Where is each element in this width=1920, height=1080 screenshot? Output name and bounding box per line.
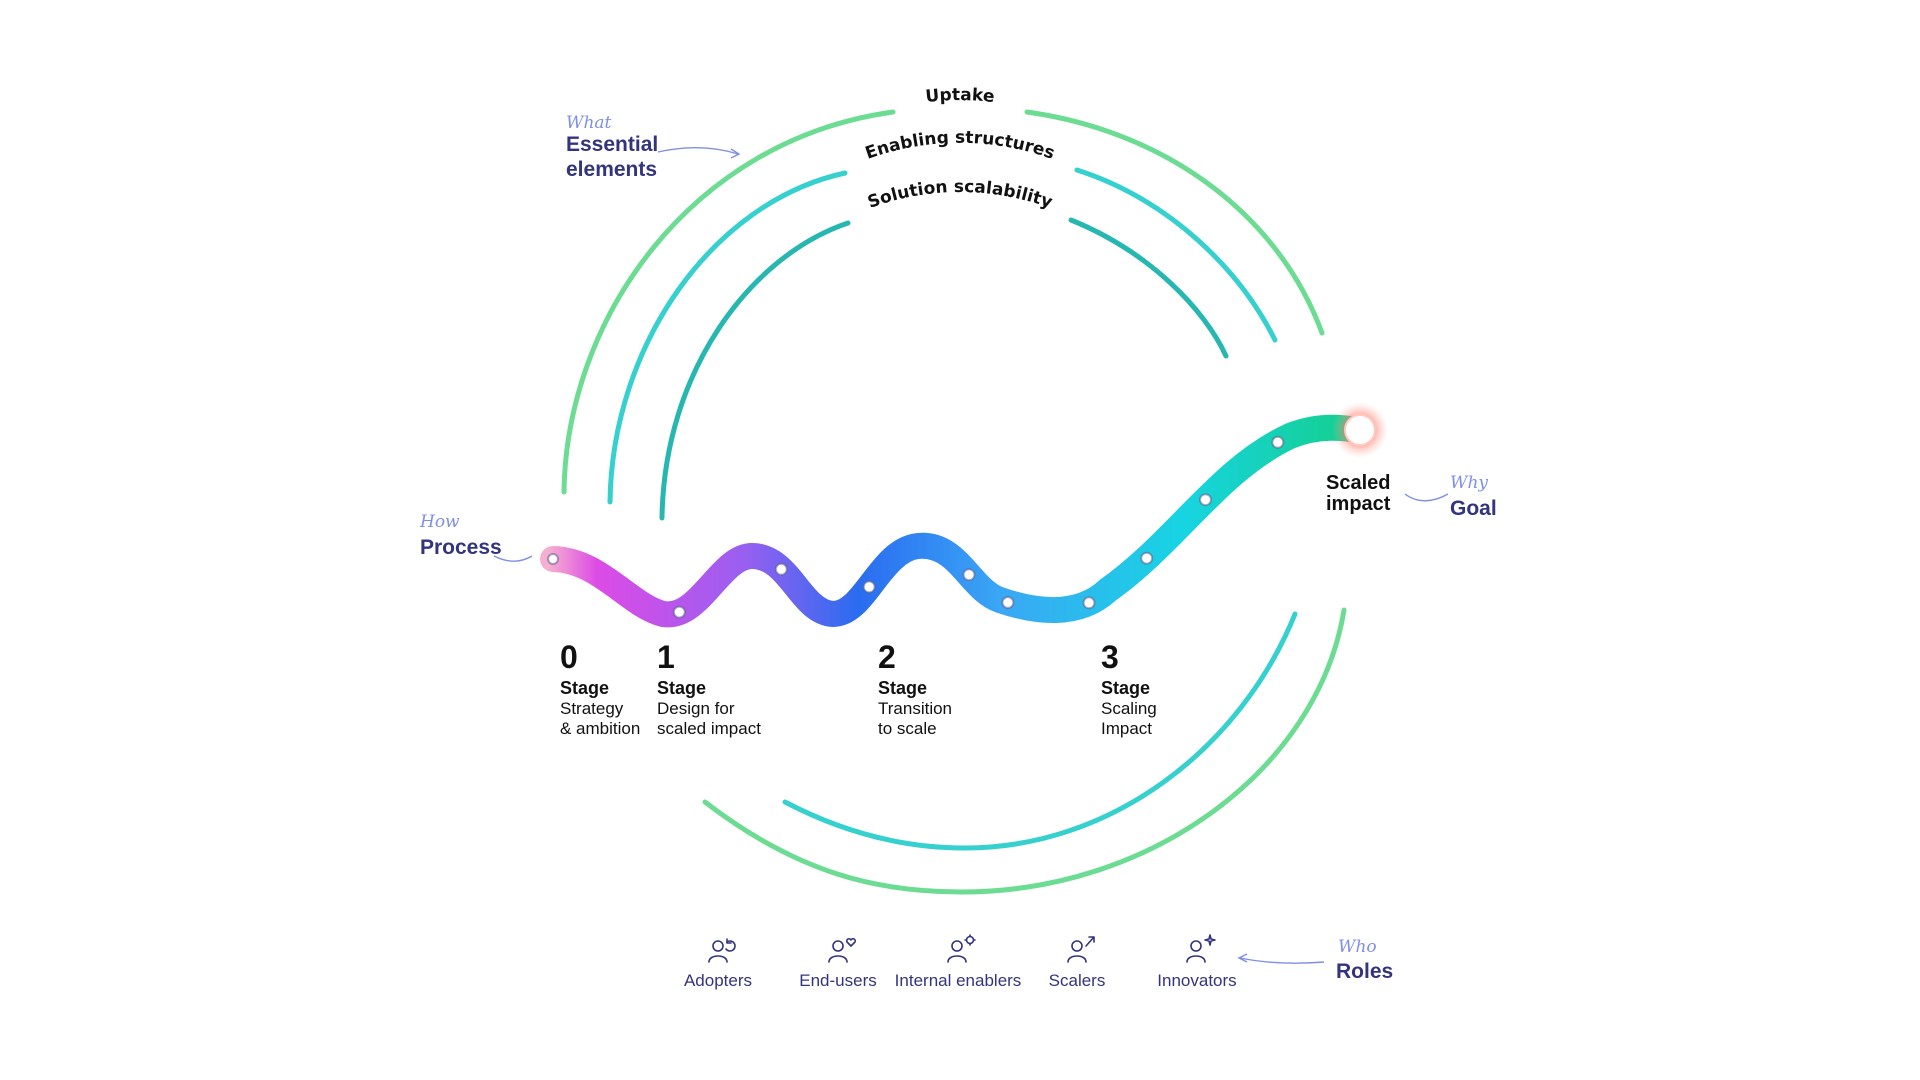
process-node	[672, 605, 686, 619]
roles-kicker: Who	[1338, 937, 1377, 957]
process-node	[774, 562, 788, 576]
process-annotation: How Process	[419, 512, 533, 562]
process-node	[1001, 596, 1015, 609]
arc-label-enabling-structures: Enabling structures	[863, 128, 1057, 164]
stage-description-line2: scaled impact	[657, 719, 761, 738]
stage-description-line1: Design for	[657, 699, 735, 718]
goal-marker: Scaled impact	[1326, 402, 1391, 515]
svg-text:Solution scalability: Solution scalability	[865, 177, 1055, 213]
essential-elements-annotation: What Essential elements	[566, 113, 741, 181]
stage-number: 3	[1101, 639, 1119, 675]
lower-arcs	[702, 607, 1347, 895]
stage-word: Stage	[878, 678, 927, 698]
essential-elements-kicker: What	[566, 113, 612, 133]
role-scalers: Scalers	[1049, 936, 1106, 990]
stage-word: Stage	[560, 678, 609, 698]
essential-elements-arcs	[561, 109, 1325, 521]
goal-pointer	[1404, 493, 1449, 502]
arc-lower-outer	[702, 607, 1347, 895]
stage-2: 2 Stage Transition to scale	[878, 639, 952, 738]
roles-pointer	[1239, 957, 1325, 964]
arc-lower-inner	[782, 611, 1298, 851]
roles-heading: Roles	[1336, 960, 1393, 983]
stage-description-line1: Transition	[878, 699, 952, 718]
stage-description-line1: Strategy	[560, 699, 624, 718]
role-label: End-users	[799, 971, 876, 990]
process-wave	[540, 414, 1371, 628]
arc-solution-scalability	[659, 220, 851, 521]
role-label: Adopters	[684, 971, 752, 990]
arc-label-solution-scalability: Solution scalability	[865, 177, 1055, 213]
process-pointer	[493, 555, 533, 562]
process-node	[862, 580, 876, 594]
role-end-users: End-users	[799, 937, 877, 990]
process-node	[547, 553, 559, 565]
stage-description-line1: Scaling	[1101, 699, 1157, 718]
svg-text:Enabling structures: Enabling structures	[863, 128, 1057, 164]
svg-text:Uptake: Uptake	[925, 85, 996, 107]
process-kicker: How	[419, 512, 460, 532]
arc-solution-scalability-right	[1068, 217, 1229, 359]
stage-number: 0	[560, 639, 578, 675]
stage-word: Stage	[1101, 678, 1150, 698]
goal-annotation: Why Goal	[1404, 473, 1497, 520]
goal-label-line1: Scaled	[1326, 472, 1390, 494]
roles-annotation: Who Roles	[1237, 937, 1393, 983]
arc-enabling-structures-right	[1074, 167, 1278, 343]
goal-kicker: Why	[1450, 473, 1488, 493]
person-gear-icon	[947, 934, 976, 963]
person-heart-icon	[828, 937, 857, 963]
role-label: Internal enablers	[895, 971, 1022, 990]
goal-dot	[1344, 414, 1376, 446]
process-node	[962, 568, 976, 582]
person-refresh-icon	[708, 938, 736, 963]
stage-description-line2: to scale	[878, 719, 937, 738]
person-sparkle-icon	[1186, 934, 1216, 963]
essential-elements-heading-line2: elements	[566, 158, 657, 181]
process-node	[1082, 596, 1096, 610]
arc-label-uptake: Uptake	[925, 85, 996, 107]
stage-3: 3 Stage Scaling Impact	[1101, 639, 1157, 738]
process-node	[1271, 435, 1285, 449]
stage-number: 1	[657, 639, 675, 675]
essential-elements-heading-line1: Essential	[566, 133, 658, 156]
stage-number: 2	[878, 639, 896, 675]
person-arrow-up-icon	[1067, 936, 1095, 963]
arc-enabling-structures	[607, 170, 848, 505]
process-node	[1140, 551, 1154, 565]
stage-0: 0 Stage Strategy & ambition	[560, 639, 640, 738]
essential-elements-pointer	[657, 147, 739, 155]
role-adopters: Adopters	[684, 938, 752, 990]
stage-word: Stage	[657, 678, 706, 698]
stage-description-line2: & ambition	[560, 719, 640, 738]
stage-description-line2: Impact	[1101, 719, 1152, 738]
process-nodes	[547, 435, 1285, 619]
goal-heading: Goal	[1450, 497, 1497, 520]
role-innovators: Innovators	[1157, 934, 1237, 990]
stage-1: 1 Stage Design for scaled impact	[657, 639, 761, 738]
role-internal-enablers: Internal enablers	[895, 934, 1022, 990]
process-path	[540, 414, 1371, 628]
arc-uptake-right	[1024, 109, 1325, 336]
process-heading: Process	[420, 536, 502, 559]
role-label: Innovators	[1157, 971, 1236, 990]
goal-label-line2: impact	[1326, 493, 1391, 515]
arc-uptake	[561, 109, 896, 495]
process-node	[1199, 493, 1212, 507]
role-label: Scalers	[1049, 971, 1106, 990]
